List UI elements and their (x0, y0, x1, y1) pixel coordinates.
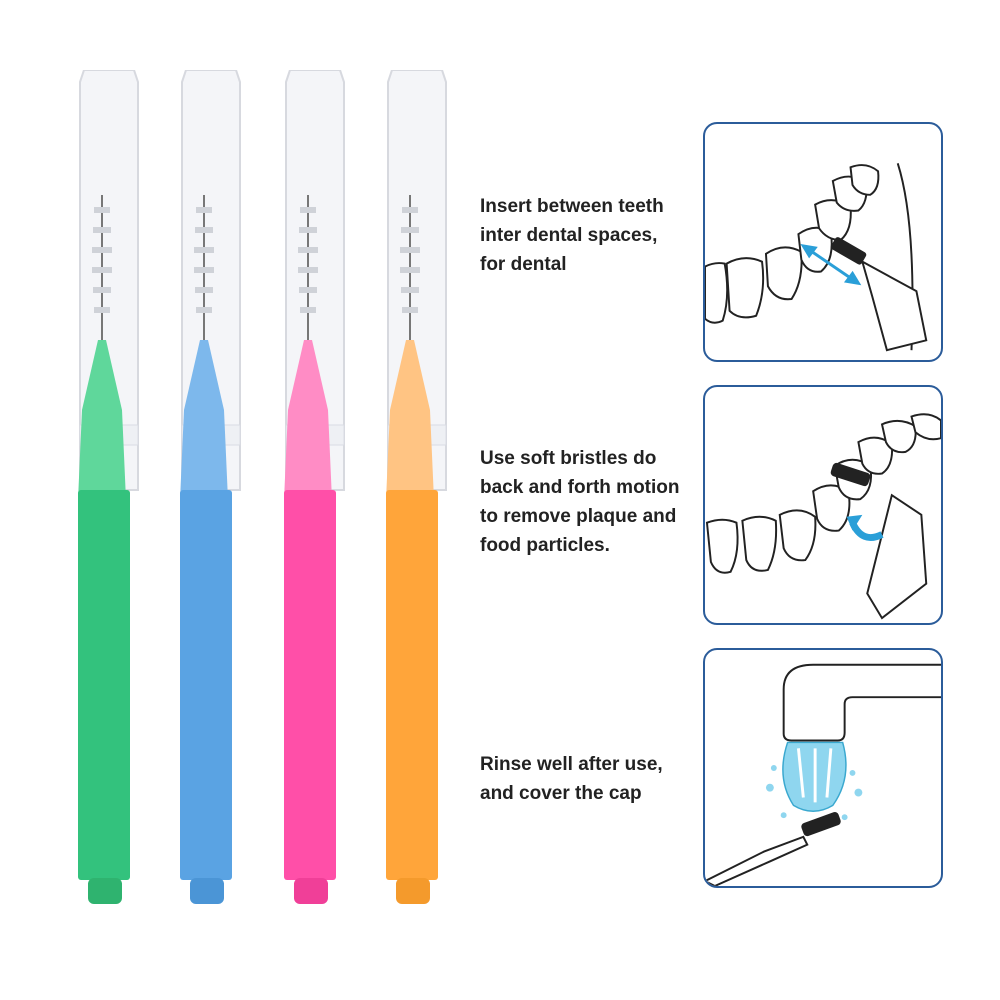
brush-pink-graphic (284, 70, 345, 904)
brush-orange-graphic (386, 70, 447, 904)
step-1-text: Insert between teeth inter dental spaces… (480, 196, 664, 275)
step-2-text: Use soft bristles do back and forth moti… (480, 448, 680, 556)
brush-pink (280, 70, 350, 930)
step-3-text: Rinse well after use, and cover the cap (480, 754, 663, 804)
brush-green (74, 70, 144, 930)
brush-green-graphic (78, 70, 139, 904)
brush-between-teeth-icon (703, 122, 943, 362)
brush-orange (382, 70, 452, 930)
bristles (92, 195, 112, 340)
rinse-under-tap-icon (703, 648, 943, 888)
brush-blue (176, 70, 246, 930)
handle-base (88, 878, 122, 904)
tip (78, 340, 126, 500)
water-spray (765, 741, 863, 821)
back-and-forth-motion-icon (703, 385, 943, 625)
brush-blue-graphic (180, 70, 241, 904)
handle (78, 490, 130, 880)
